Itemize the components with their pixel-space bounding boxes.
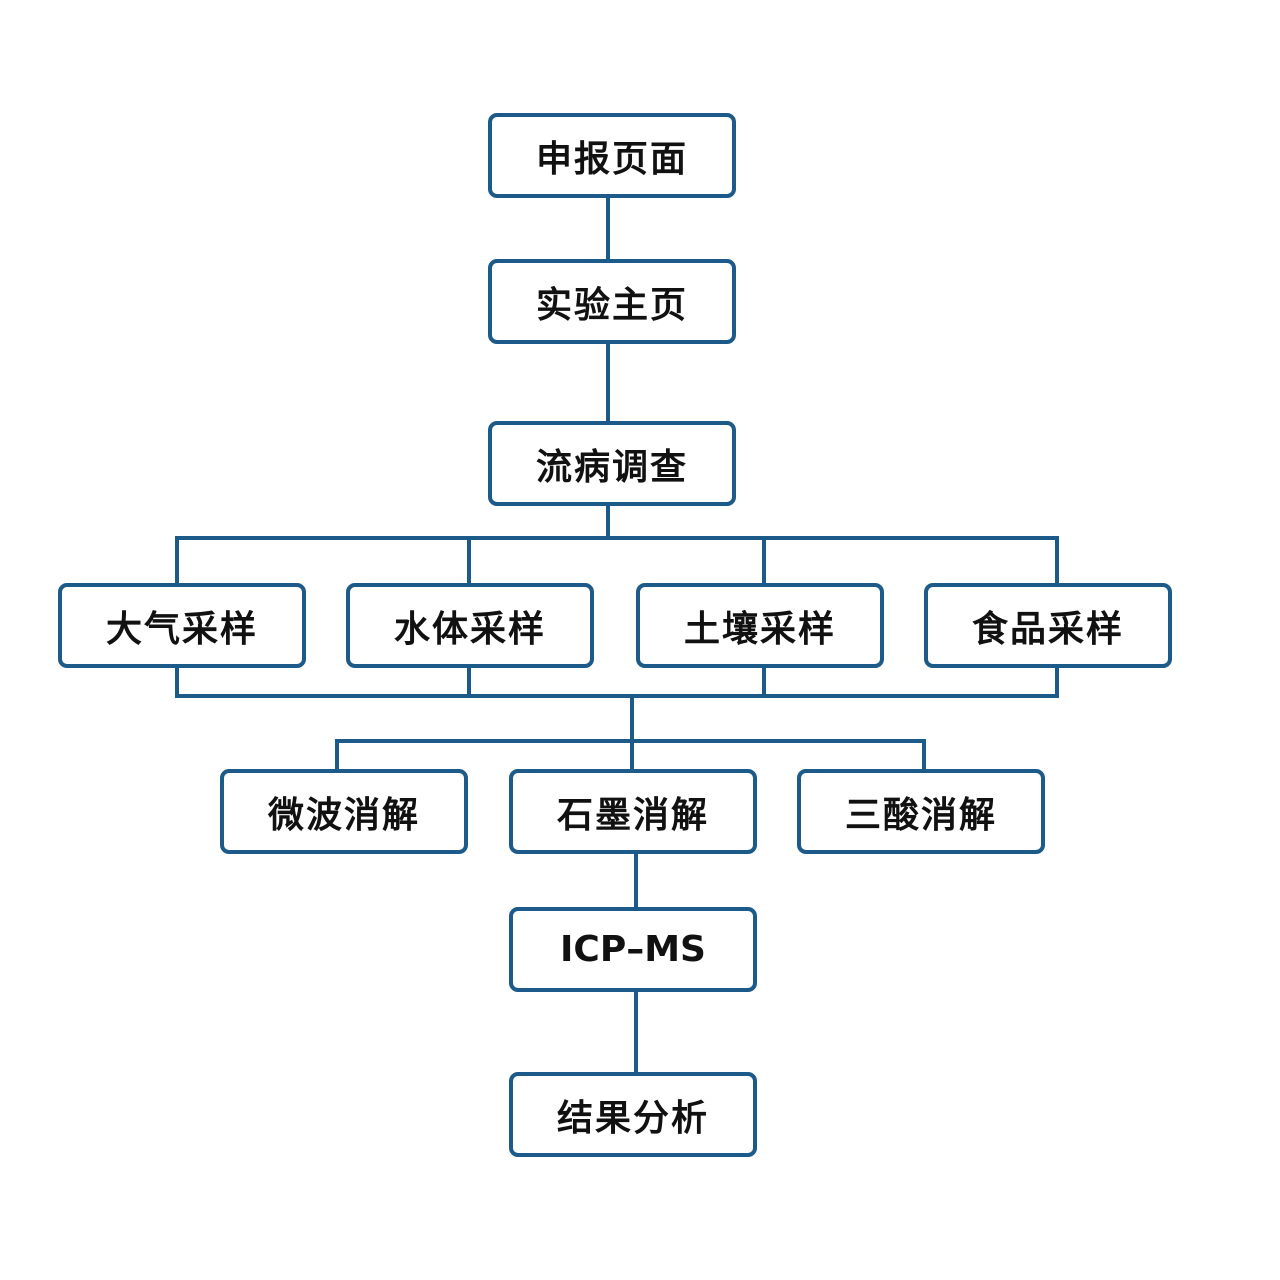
node-result-analysis[interactable]: 结果分析: [509, 1072, 757, 1157]
node-air-sampling[interactable]: 大气采样: [58, 583, 306, 668]
node-soil-sampling[interactable]: 土壤采样: [636, 583, 884, 668]
node-graphite-digestion[interactable]: 石墨消解: [509, 769, 757, 854]
node-food-sampling[interactable]: 食品采样: [924, 583, 1172, 668]
node-epidemiology-survey[interactable]: 流病调查: [488, 421, 736, 506]
node-water-sampling[interactable]: 水体采样: [346, 583, 594, 668]
node-microwave-digestion[interactable]: 微波消解: [220, 769, 468, 854]
node-declaration-page[interactable]: 申报页面: [488, 113, 736, 198]
node-experiment-home[interactable]: 实验主页: [488, 259, 736, 344]
node-triacid-digestion[interactable]: 三酸消解: [797, 769, 1045, 854]
node-icp-ms[interactable]: ICP–MS: [509, 907, 757, 992]
